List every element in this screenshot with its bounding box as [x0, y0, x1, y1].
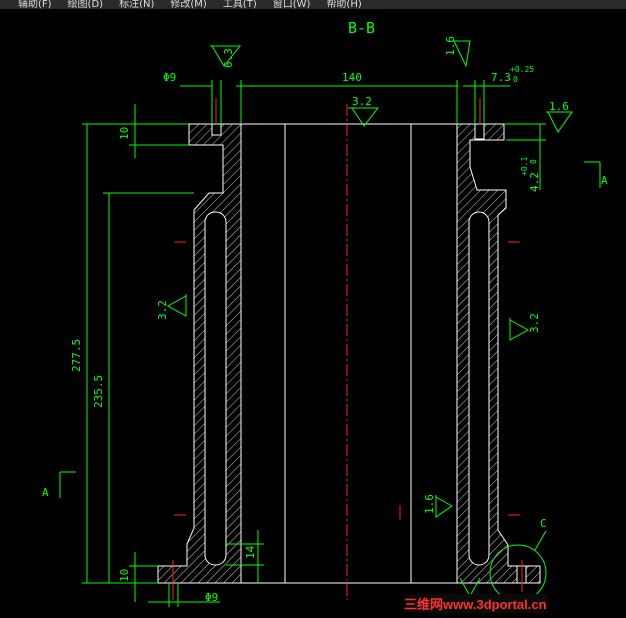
rough-bottom-right: 1.6 — [423, 494, 436, 514]
label-section-a-left: A — [42, 486, 49, 499]
dim-right-tol-low: 0 — [513, 75, 518, 84]
section-title: B-B — [348, 19, 375, 37]
right-top-hole — [474, 123, 485, 140]
rough-left-wall: 3.2 — [156, 300, 169, 320]
dim-right-tol: +0.25 — [510, 65, 534, 74]
left-top-hole — [211, 123, 222, 136]
dim-right-top: 7.3 — [491, 71, 511, 84]
dim-left-top: Φ9 — [163, 71, 176, 84]
roughness-texts: 6.3 1.6 3.2 1.6 3.2 3.2 1.6 — [156, 36, 569, 514]
right-slot — [468, 211, 490, 566]
dimension-texts: 140 Φ9 Φ9 7.3 +0.25 0 4.2 +0.1 0 277.5 2… — [70, 65, 541, 604]
menu-bar: 辅助(F) 绘图(D) 标注(N) 修改(M) 工具(T) 窗口(W) 帮助(H) — [0, 0, 626, 9]
label-detail-c: C — [540, 517, 547, 530]
dimension-lines — [82, 80, 546, 607]
dim-top-flange: 10 — [118, 127, 131, 140]
dim-slot-gap: 14 — [244, 545, 257, 559]
menu-item-modify[interactable]: 修改(M) — [170, 0, 207, 9]
dim-height-inner: 235.5 — [92, 375, 105, 408]
dim-right-depth-tol: +0.1 — [520, 157, 529, 176]
watermark: 三维网www.3dportal.cn — [404, 594, 547, 613]
menu-item-dimension[interactable]: 标注(N) — [119, 0, 155, 9]
dim-bottom: Φ9 — [205, 591, 218, 604]
menu-item-window[interactable]: 窗口(W) — [272, 0, 311, 9]
view-label-texts: A A C — [42, 174, 608, 530]
rough-right-flange: 1.6 — [549, 100, 569, 113]
label-section-a-right: A — [601, 174, 608, 187]
left-slot — [204, 211, 227, 566]
menu-item-assist[interactable]: 辅助(F) — [18, 0, 52, 9]
rough-top-right: 1.6 — [444, 36, 457, 56]
dim-right-depth-tol-low: 0 — [529, 159, 538, 164]
dim-right-depth: 4.2 — [528, 172, 541, 192]
menu-item-draw[interactable]: 绘图(D) — [67, 0, 104, 9]
part-outline — [157, 123, 541, 584]
dim-width: 140 — [342, 71, 362, 84]
rough-right-wall: 3.2 — [528, 313, 541, 333]
rough-bore-top: 3.2 — [352, 95, 372, 108]
dim-height-total: 277.5 — [70, 339, 83, 372]
center-lines — [172, 98, 523, 600]
section-markers — [59, 161, 601, 498]
menu-item-tools[interactable]: 工具(T) — [222, 0, 257, 9]
menu-item-help[interactable]: 帮助(H) — [326, 0, 362, 9]
dim-bottom-flange: 10 — [118, 569, 131, 582]
cad-drawing-canvas[interactable]: B-B — [0, 9, 626, 618]
rough-top-left: 6.3 — [222, 48, 235, 68]
